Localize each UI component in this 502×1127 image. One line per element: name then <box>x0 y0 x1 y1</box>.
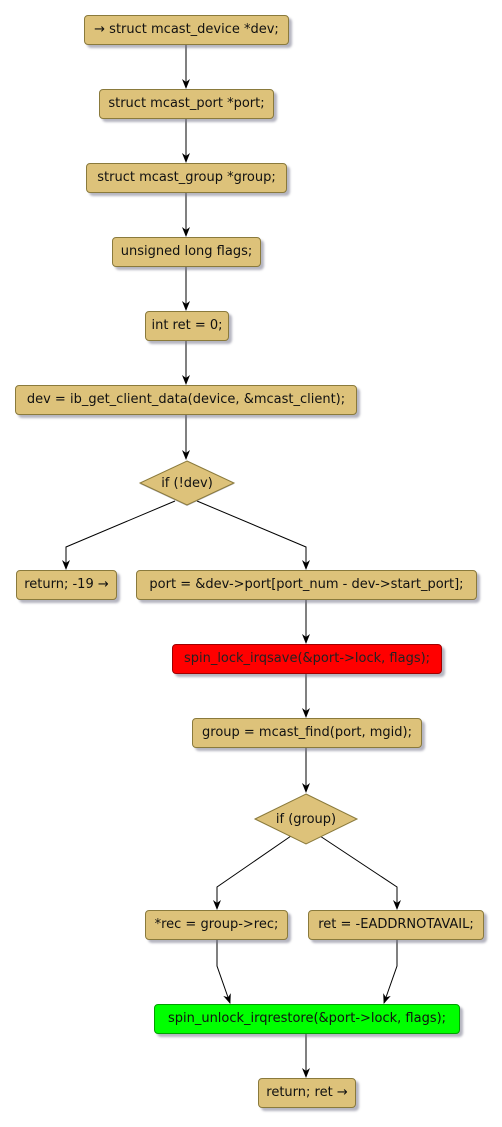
decision-not-dev-label: if (!dev) <box>161 475 213 491</box>
decision-group: if (group) <box>253 793 359 845</box>
node-copy-rec: *rec = group->rec; <box>145 910 288 940</box>
edge-d1-n8 <box>196 500 310 570</box>
node-assign-port: port = &dev->port[port_num - dev->start_… <box>136 570 477 600</box>
edge-n11-n13 <box>216 940 231 1004</box>
node-spin-lock: spin_lock_irqsave(&port->lock, flags); <box>172 644 442 674</box>
decision-diamond-shape <box>253 793 359 845</box>
node-get-client-data: dev = ib_get_client_data(device, &mcast_… <box>15 385 357 415</box>
node-declare-group: struct mcast_group *group; <box>86 163 287 193</box>
decision-not-dev: if (!dev) <box>138 460 236 506</box>
node-init-ret: int ret = 0; <box>145 311 229 341</box>
node-spin-unlock: spin_unlock_irqrestore(&port->lock, flag… <box>154 1004 460 1034</box>
node-declare-dev: → struct mcast_device *dev; <box>84 15 289 45</box>
node-return-error: return; -19 → <box>16 570 117 600</box>
node-mcast-find: group = mcast_find(port, mgid); <box>192 718 422 748</box>
node-return-ret: return; ret → <box>258 1078 356 1108</box>
edge-d2-n11 <box>213 835 292 910</box>
node-declare-port: struct mcast_port *port; <box>99 89 274 119</box>
decision-diamond-shape <box>138 460 236 506</box>
edge-d2-n12 <box>319 835 401 910</box>
node-declare-flags: unsigned long flags; <box>112 237 261 267</box>
decision-group-label: if (group) <box>275 811 337 827</box>
edge-n12-n13 <box>383 940 398 1004</box>
edge-d1-n7 <box>62 500 176 570</box>
node-set-eaddrnotavail: ret = -EADDRNOTAVAIL; <box>308 910 484 940</box>
